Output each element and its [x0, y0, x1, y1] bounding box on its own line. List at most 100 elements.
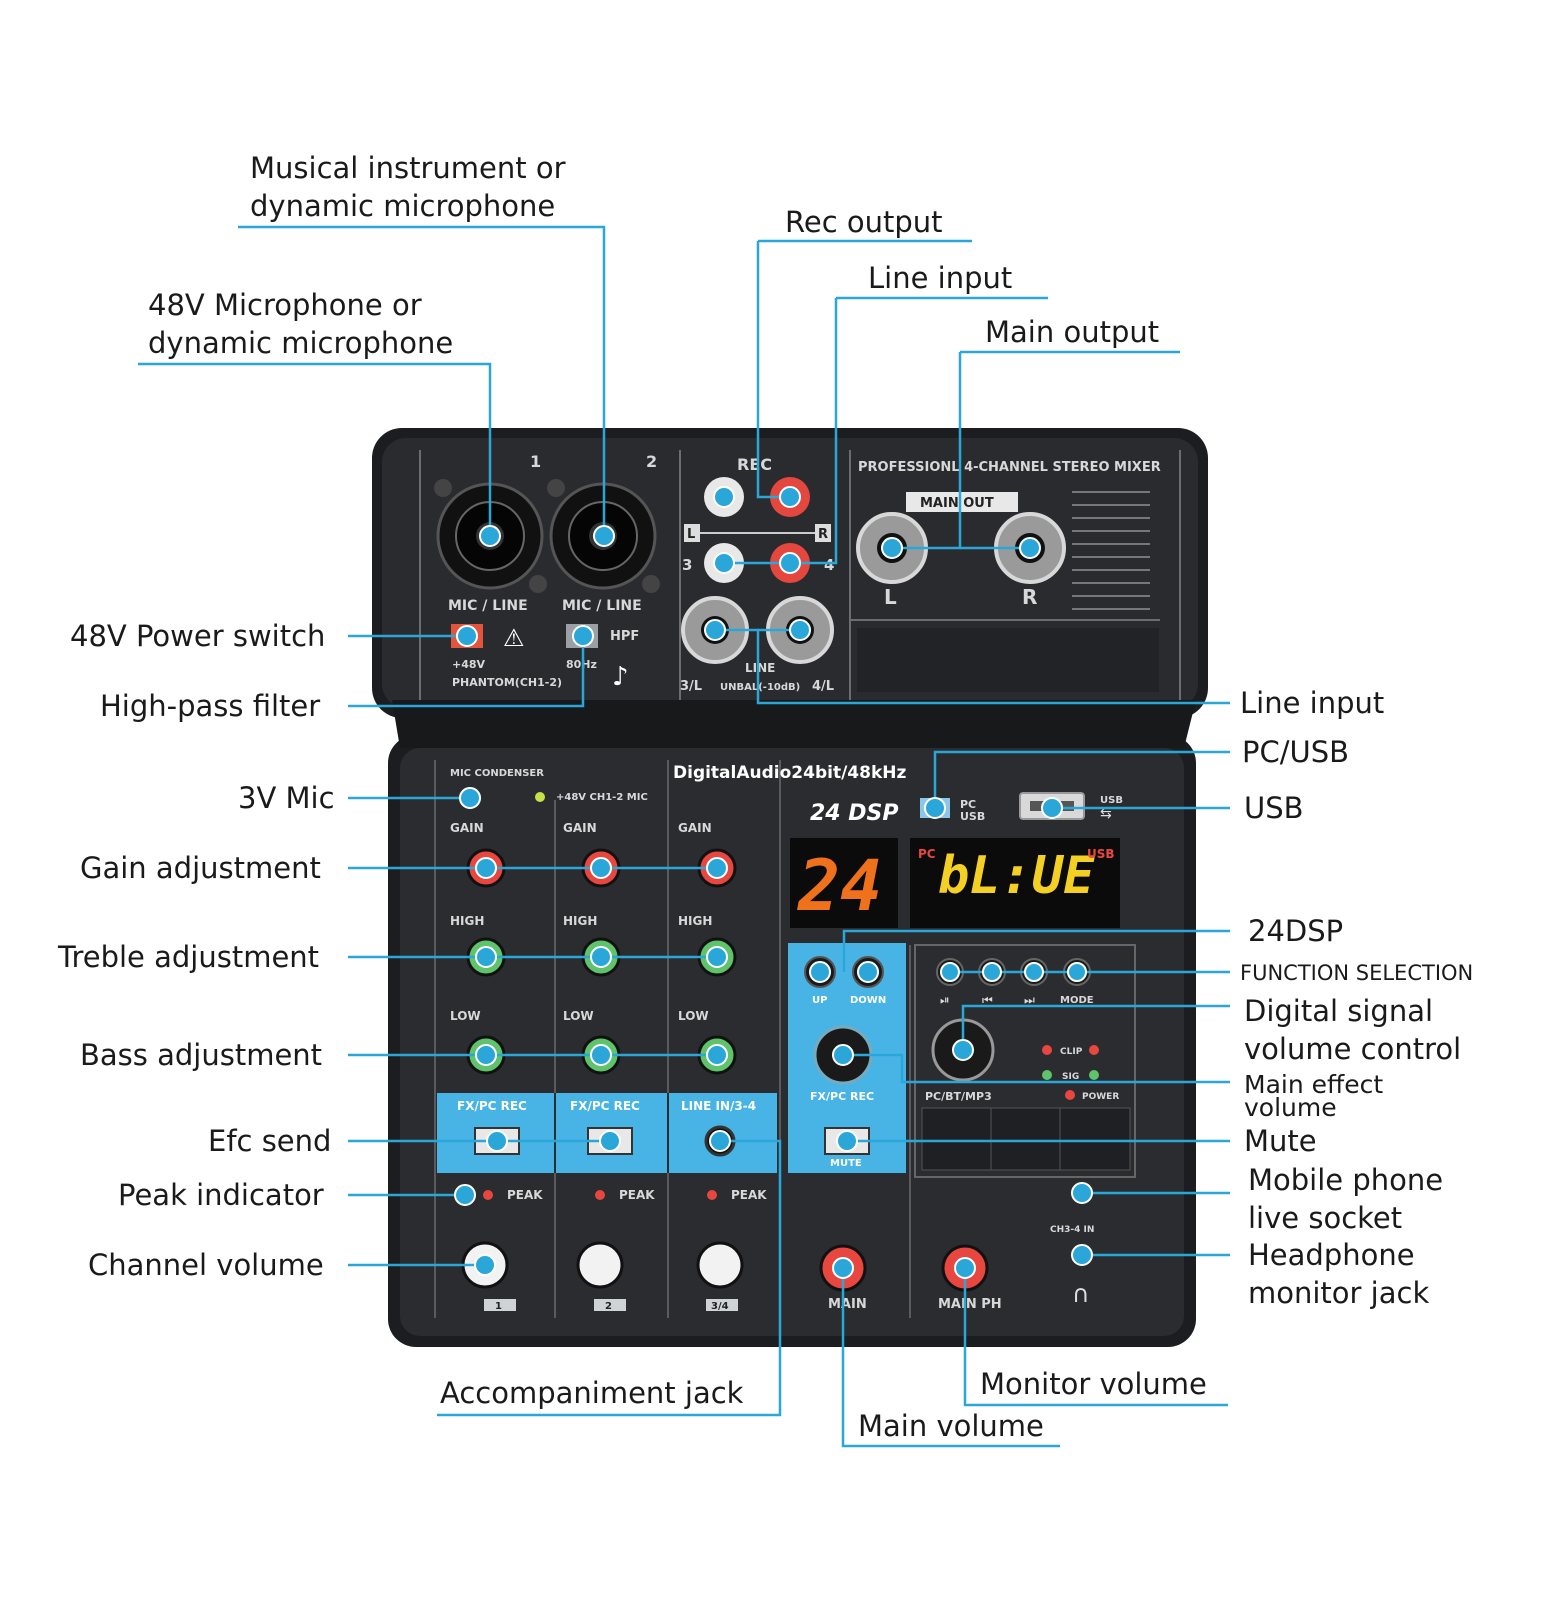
next-icon: ⏭	[1024, 993, 1035, 1007]
callout-usb: USB	[1244, 791, 1304, 825]
callout-efc-send: Efc send	[208, 1124, 331, 1158]
prev-icon: ⏮	[982, 993, 993, 1007]
linein34-label: LINE IN/3-4	[681, 1099, 756, 1113]
ch2-number: 2	[646, 452, 657, 471]
dot-func-3	[1024, 962, 1044, 982]
pcbt-label: PC/BT/MP3	[925, 1090, 992, 1103]
main-ph-label: MAIN PH	[938, 1297, 1002, 1312]
dot-main-left	[881, 537, 903, 559]
gain-label-1: GAIN	[450, 821, 484, 835]
callout-main-effect-line2: volume	[1244, 1093, 1337, 1122]
mute-label: MUTE	[830, 1158, 862, 1169]
plus48v-label: +48V	[452, 658, 486, 671]
peak-led-3	[707, 1190, 717, 1200]
callout-digital-volume-line2: volume control	[1244, 1032, 1461, 1066]
dot-mobile	[1071, 1182, 1093, 1204]
ch1-tag	[484, 1299, 516, 1311]
clip-led-right	[1089, 1045, 1099, 1055]
mode-label: MODE	[1060, 995, 1094, 1006]
fxpc-label-1: FX/PC REC	[457, 1099, 527, 1113]
dot-jack4	[789, 619, 811, 641]
dot-accompaniment	[709, 1130, 731, 1152]
line-label: LINE	[745, 661, 775, 675]
callout-headphone-line1: Headphone	[1248, 1238, 1415, 1272]
sig-label: SIG	[1062, 1072, 1079, 1082]
unbal-label: UNBAL(-10dB)	[720, 682, 800, 693]
rca-4-label: 4	[824, 556, 834, 574]
mic-condenser-label: MIC CONDENSER	[450, 768, 544, 779]
callout-3v-mic: 3V Mic	[238, 781, 335, 815]
ch2-tag-label: 2	[605, 1301, 612, 1312]
digital-audio-label: DigitalAudio24bit/48kHz	[673, 763, 906, 783]
effect-preset-table	[921, 1107, 1131, 1171]
display-pc-indicator: PC	[918, 847, 936, 861]
dot-bass-1	[475, 1044, 497, 1066]
guitar-icon: ♪	[612, 662, 629, 692]
jack-4l-label: 4/L	[812, 679, 834, 694]
dot-jack3	[704, 619, 726, 641]
mic-line-label-2: MIC / LINE	[562, 598, 642, 614]
clip-label: CLIP	[1060, 1047, 1083, 1057]
dot-func-4	[1067, 962, 1087, 982]
jack-3l-label: 3/L	[680, 679, 702, 694]
callout-mute: Mute	[1244, 1124, 1317, 1158]
function-panel	[914, 944, 1136, 1178]
mixer-ridge	[392, 700, 1196, 748]
peak-label-3: PEAK	[731, 1188, 767, 1202]
callout-labels: Musical instrument or dynamic microphone…	[57, 151, 1473, 1443]
callout-hpf: High-pass filter	[100, 689, 320, 723]
callout-pc-usb: PC/USB	[1242, 735, 1349, 769]
ch34-tag-label: 3/4	[711, 1301, 729, 1312]
dot-pc-usb	[924, 797, 946, 819]
dot-dsp-down	[857, 961, 879, 983]
dot-monitor-volume	[954, 1257, 976, 1279]
callout-treble: Treble adjustment	[57, 940, 319, 974]
vent-grille	[1072, 491, 1150, 610]
callout-mobile-line2: live socket	[1248, 1201, 1402, 1235]
mic-led	[535, 792, 545, 802]
dot-treble-2	[590, 946, 612, 968]
callout-line-input-right: Line input	[1240, 686, 1384, 720]
rca-l-label: L	[687, 527, 695, 542]
dot-instrument-mic	[593, 525, 615, 547]
main-out-r: R	[1022, 585, 1037, 609]
callout-24dsp: 24DSP	[1248, 914, 1343, 948]
dot-func-2	[982, 962, 1002, 982]
callout-gain: Gain adjustment	[80, 851, 321, 885]
dot-main-effect	[832, 1044, 854, 1066]
power-label: POWER	[1082, 1092, 1119, 1102]
dot-headphone	[1071, 1244, 1093, 1266]
high-label-3: HIGH	[678, 914, 712, 928]
fxpc-label-2: FX/PC REC	[570, 1099, 640, 1113]
usb-small-label: USB	[960, 810, 985, 823]
peak-led-2	[595, 1190, 605, 1200]
low-label-3: LOW	[678, 1009, 709, 1023]
rec-label: REC	[737, 455, 772, 474]
mic-line-label-1: MIC / LINE	[448, 598, 528, 614]
mode-display-text: bL:UE	[938, 846, 1095, 906]
channel-volume-knob-3[interactable]	[696, 1241, 744, 1289]
callout-rec-output: Rec output	[785, 205, 943, 239]
dot-line3	[713, 552, 735, 574]
callout-main-volume: Main volume	[858, 1409, 1044, 1443]
callout-power-switch: 48V Power switch	[70, 619, 325, 653]
ch1-tag-label: 1	[495, 1301, 502, 1312]
dot-dsp-up	[809, 961, 831, 983]
main-out-l: L	[884, 585, 897, 609]
ch1-number: 1	[530, 452, 541, 471]
usb-port-label: USB	[1100, 795, 1123, 806]
power-led	[1065, 1090, 1075, 1100]
hpf-label: HPF	[610, 629, 639, 644]
channel-volume-knob-2[interactable]	[576, 1241, 624, 1289]
callout-monitor-volume: Monitor volume	[980, 1367, 1207, 1401]
dot-func-1	[940, 962, 960, 982]
callout-main-effect-line1: Main effect	[1244, 1070, 1383, 1099]
low-label-2: LOW	[563, 1009, 594, 1023]
dot-48v-mic	[479, 525, 501, 547]
down-label: DOWN	[850, 995, 886, 1006]
display-usb-indicator: USB	[1087, 847, 1115, 861]
callout-dots	[454, 486, 1093, 1279]
callout-48v-mic-line1: 48V Microphone or	[148, 288, 422, 322]
dot-hpf	[572, 625, 594, 647]
dot-efc-1	[486, 1130, 508, 1152]
